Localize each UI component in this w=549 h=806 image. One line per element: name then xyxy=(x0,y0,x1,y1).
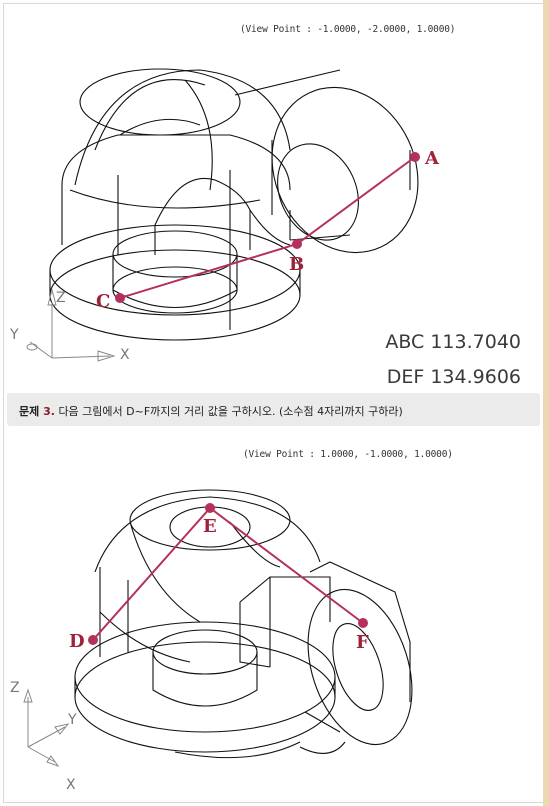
question-text: 문제 3. 다음 그림에서 D~F까지의 거리 값을 구하시오. (소수점 4자… xyxy=(19,403,403,419)
cad-drawing-2: D E F Z Y X xyxy=(10,489,413,793)
point-e-label: E xyxy=(203,516,217,537)
measurement-path-2: D E F xyxy=(69,503,369,653)
cad-drawing-1: A B C Z Y X xyxy=(9,68,440,363)
question-bar: 문제 3. 다음 그림에서 D~F까지의 거리 값을 구하시오. (소수점 4자… xyxy=(7,393,540,426)
view-point-label-1: (View Point : -1.0000, -2.0000, 1.0000) xyxy=(240,24,456,35)
point-e-marker xyxy=(205,503,215,513)
measurement-path-1: A B C xyxy=(96,148,440,312)
point-b-marker xyxy=(292,239,302,249)
wireframe-model-1 xyxy=(49,68,419,341)
axis-x-label: X xyxy=(120,347,130,363)
view-point-label-2: (View Point : 1.0000, -1.0000, 1.0000) xyxy=(243,449,453,460)
axis-y-label-2: Y xyxy=(67,712,77,728)
point-f-label: F xyxy=(356,632,369,653)
axis-y-label: Y xyxy=(9,327,19,343)
ucs-axes-icon-1: Z Y X xyxy=(9,288,130,363)
question-body: 다음 그림에서 D~F까지의 거리 값을 구하시오. (소수점 4자리까지 구하… xyxy=(58,405,403,418)
wireframe-model-2 xyxy=(74,489,413,759)
point-b-label: B xyxy=(289,254,304,275)
point-d-marker xyxy=(88,635,98,645)
axis-z-label: Z xyxy=(56,290,66,306)
point-c-label: C xyxy=(96,291,110,312)
point-f-marker xyxy=(358,618,368,628)
right-edge-stripe xyxy=(543,0,549,806)
ucs-axes-icon-2: Z Y X xyxy=(10,680,77,793)
question-label: 문제 3. xyxy=(19,405,55,418)
point-a-marker xyxy=(410,152,420,162)
point-c-marker xyxy=(115,293,125,303)
answer-abc: ABC 113.7040 xyxy=(385,331,521,353)
axis-x-label-2: X xyxy=(66,777,76,793)
point-d-label: D xyxy=(69,631,85,652)
question-number: 3. xyxy=(43,405,55,418)
answer-def: DEF 134.9606 xyxy=(386,366,521,388)
axis-z-label-2: Z xyxy=(10,680,20,696)
point-a-label: A xyxy=(424,148,440,169)
